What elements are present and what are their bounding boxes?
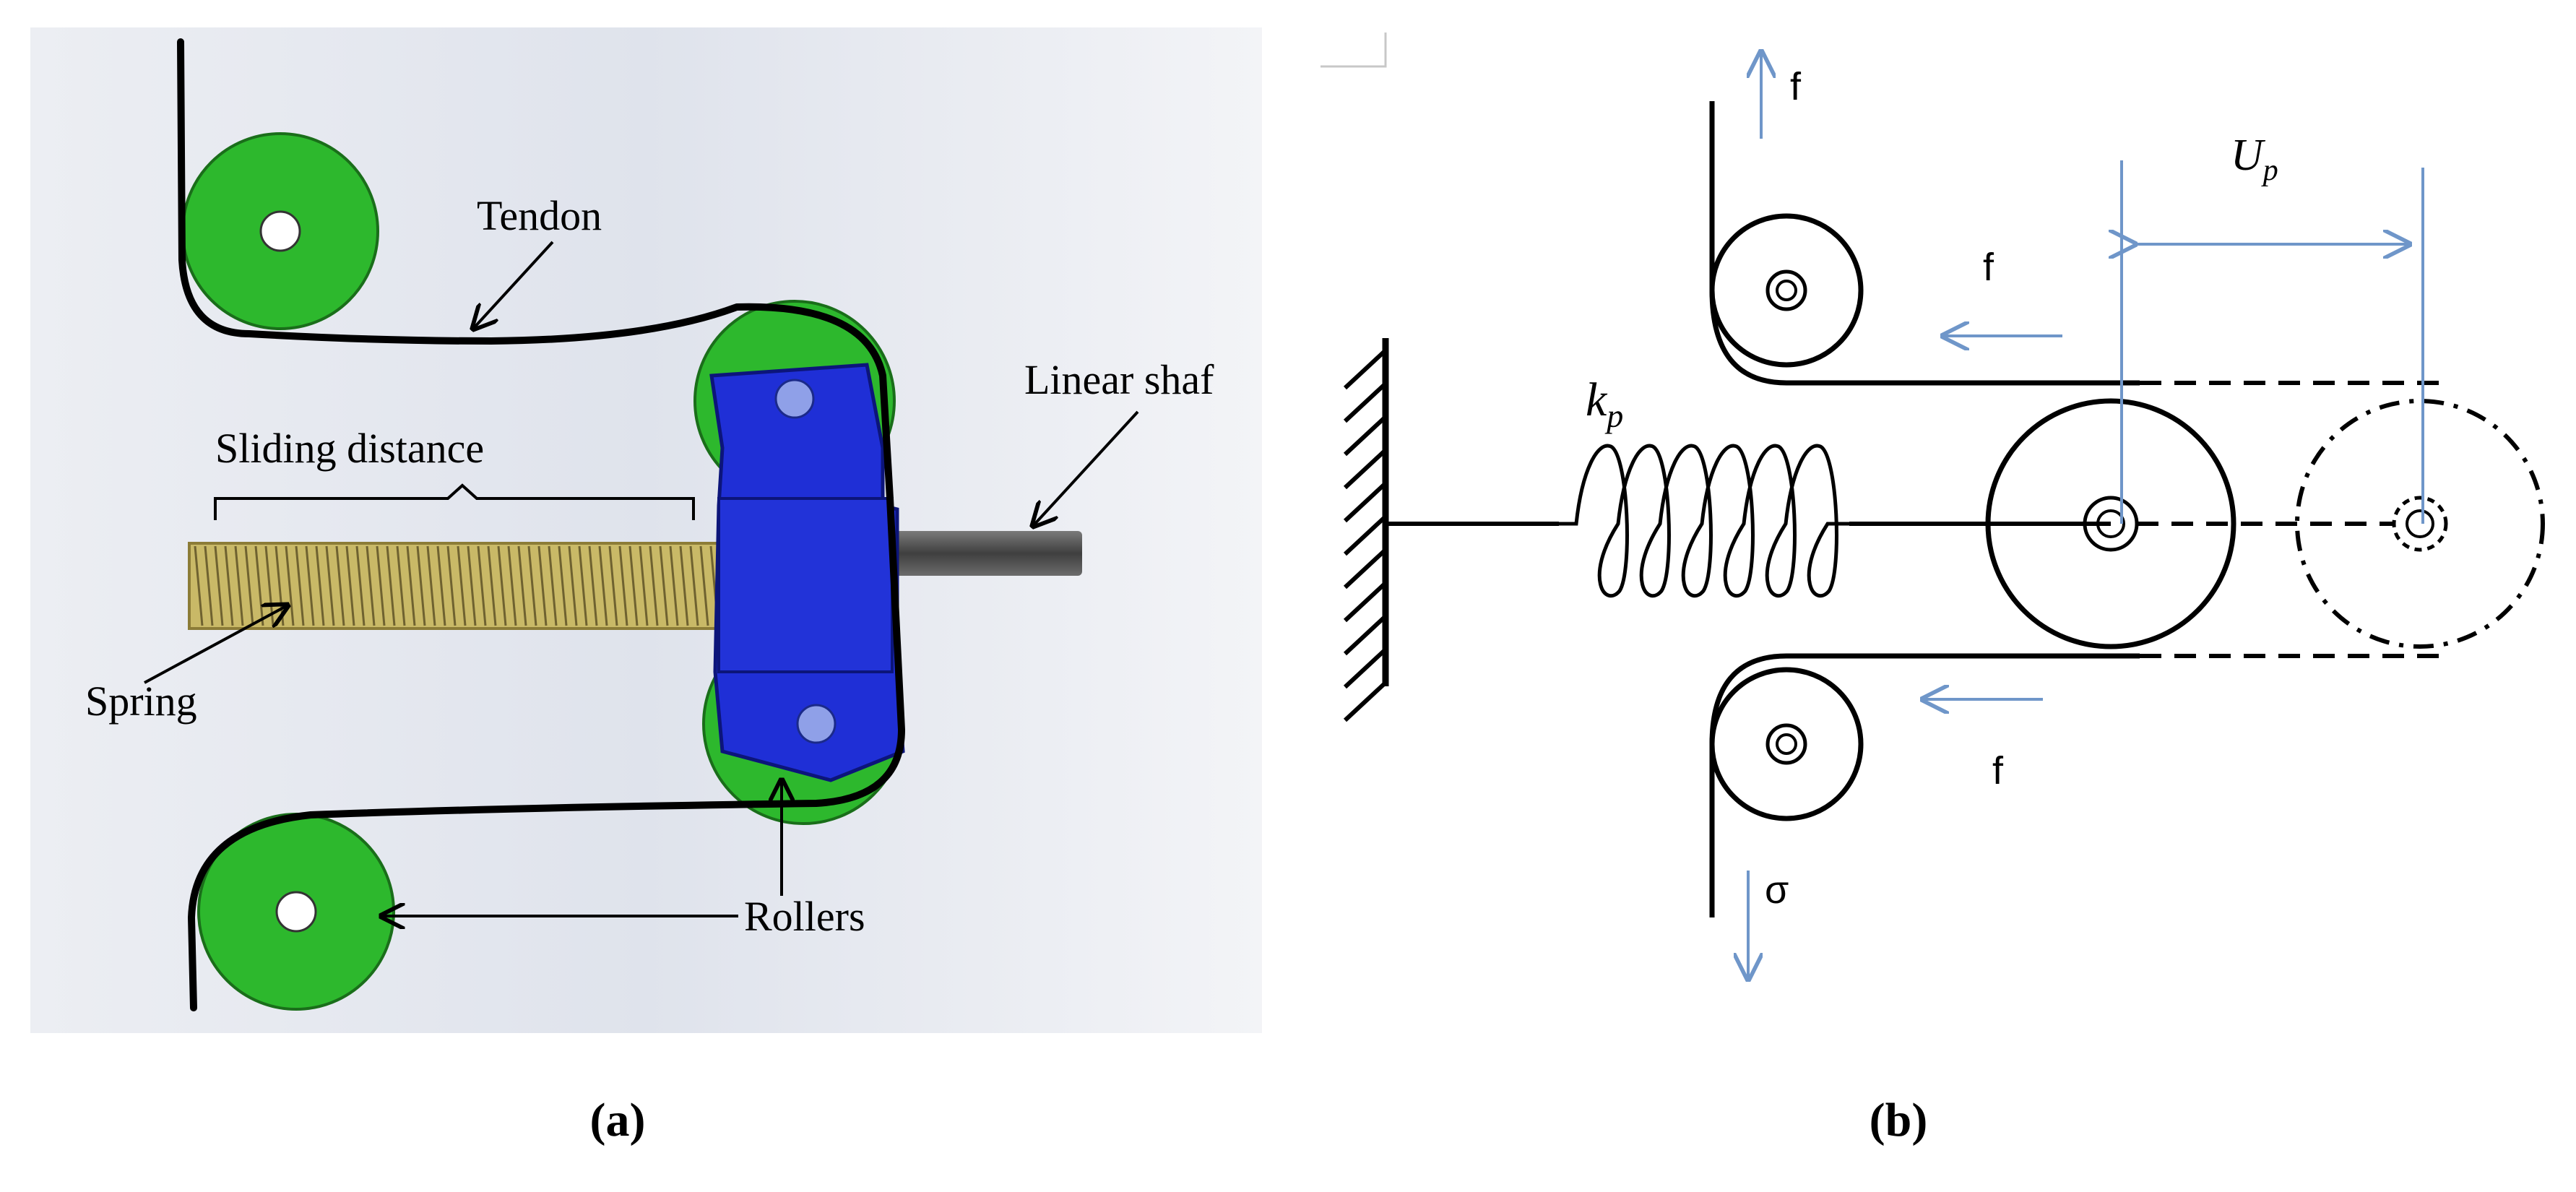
f-upper-label: f bbox=[1983, 246, 1994, 289]
tendon-pointer bbox=[473, 241, 554, 329]
spring-coil bbox=[487, 545, 497, 626]
spring-coil bbox=[355, 545, 366, 626]
spring-coil bbox=[244, 545, 254, 626]
spring-coil bbox=[295, 545, 305, 626]
spring-coil bbox=[376, 545, 386, 626]
sliding-distance-bracket bbox=[214, 483, 695, 520]
f-lower-label: f bbox=[1992, 749, 2004, 792]
spring-coil bbox=[366, 545, 376, 626]
spring-coil bbox=[386, 545, 396, 626]
spring-label: Spring bbox=[85, 678, 197, 725]
caption-a: (a) bbox=[590, 1094, 646, 1146]
wall-hatch-line bbox=[1343, 415, 1388, 457]
pulley-top bbox=[1709, 213, 1864, 368]
pulley-bottom bbox=[1709, 667, 1864, 821]
tendon-lower bbox=[1709, 653, 2140, 917]
tendon-label: Tendon bbox=[477, 192, 602, 239]
linear-shaft bbox=[867, 531, 1082, 576]
spring-coil bbox=[194, 545, 204, 626]
spring-coil bbox=[204, 545, 214, 626]
spring-coil bbox=[305, 545, 315, 626]
f-top-label: f bbox=[1790, 65, 1802, 108]
linear-shaft-pointer bbox=[1033, 410, 1139, 526]
spring-coil bbox=[234, 545, 244, 626]
spring-coil bbox=[517, 545, 527, 626]
spring-pointer bbox=[144, 605, 288, 684]
spring-coil bbox=[436, 545, 446, 626]
spring-coil bbox=[608, 545, 618, 626]
tendon-upper bbox=[1709, 101, 2140, 386]
slider-pin-top bbox=[774, 379, 815, 419]
spring-coil bbox=[426, 545, 436, 626]
caption-b: (b) bbox=[1870, 1094, 1928, 1146]
spring-coil bbox=[598, 545, 608, 626]
spring-coil bbox=[315, 545, 325, 626]
panel-b: f f f σ kp Up (b) bbox=[1321, 33, 2545, 1146]
panel-a: Tendon Linear shaf Sliding distance Spri… bbox=[30, 27, 1262, 1146]
wall-hatch-line bbox=[1343, 448, 1388, 490]
tendon bbox=[177, 38, 905, 1011]
spring-coil bbox=[639, 545, 649, 626]
sigma-label: σ bbox=[1765, 868, 1789, 912]
spring-coil bbox=[345, 545, 355, 626]
spring-coil bbox=[548, 545, 558, 626]
spring-coil bbox=[568, 545, 578, 626]
wall-hatch-line bbox=[1343, 681, 1388, 722]
spring-coil bbox=[214, 545, 224, 626]
wall-hatch-line bbox=[1343, 647, 1388, 689]
spring-coil bbox=[497, 545, 507, 626]
wall-hatch-line bbox=[1343, 548, 1388, 589]
spring-coil bbox=[679, 545, 689, 626]
spring-kp bbox=[1559, 444, 1849, 598]
linear-shaft-label: Linear shaf bbox=[1024, 356, 1214, 403]
spring-coil bbox=[649, 545, 659, 626]
slider-block bbox=[709, 363, 905, 782]
up-label: Up bbox=[2231, 131, 2278, 187]
slider-pin-bottom bbox=[796, 704, 837, 744]
spring-coil-path bbox=[1559, 444, 1849, 598]
wall-hatch-line bbox=[1343, 614, 1388, 656]
wall-hatch-line bbox=[1343, 581, 1388, 623]
spring-coil bbox=[477, 545, 487, 626]
spring-coil bbox=[396, 545, 406, 626]
spring-coil bbox=[457, 545, 467, 626]
wall-hatch-line bbox=[1343, 381, 1388, 423]
spring-coil bbox=[537, 545, 548, 626]
wall-hatch-line bbox=[1343, 514, 1388, 556]
spring-coil bbox=[699, 545, 709, 626]
roller-top-left bbox=[181, 132, 379, 330]
spring-coil bbox=[527, 545, 537, 626]
spring-coil bbox=[467, 545, 477, 626]
corner-mark bbox=[1321, 33, 1387, 68]
spring-coil bbox=[618, 545, 628, 626]
spring-coil bbox=[578, 545, 588, 626]
rollers-label: Rollers bbox=[744, 893, 865, 940]
sliding-distance-label: Sliding distance bbox=[215, 425, 484, 472]
spring-coil bbox=[558, 545, 568, 626]
wall-hatching bbox=[1343, 348, 1388, 722]
spring-coil bbox=[507, 545, 517, 626]
spring-coil bbox=[325, 545, 335, 626]
spring-coil bbox=[689, 545, 699, 626]
wall-hatch-line bbox=[1343, 348, 1388, 390]
spring-coil bbox=[224, 545, 234, 626]
spring-coil bbox=[659, 545, 669, 626]
spring-coil bbox=[446, 545, 457, 626]
wall-hatch-line bbox=[1343, 481, 1388, 523]
spring-coil bbox=[335, 545, 345, 626]
kp-label: kp bbox=[1586, 373, 1623, 434]
pulley-displaced bbox=[2295, 399, 2545, 649]
spring-coil bbox=[588, 545, 598, 626]
spring-coil bbox=[406, 545, 416, 626]
spring-coil bbox=[628, 545, 639, 626]
spring-coil bbox=[416, 545, 426, 626]
spring-coil bbox=[669, 545, 679, 626]
